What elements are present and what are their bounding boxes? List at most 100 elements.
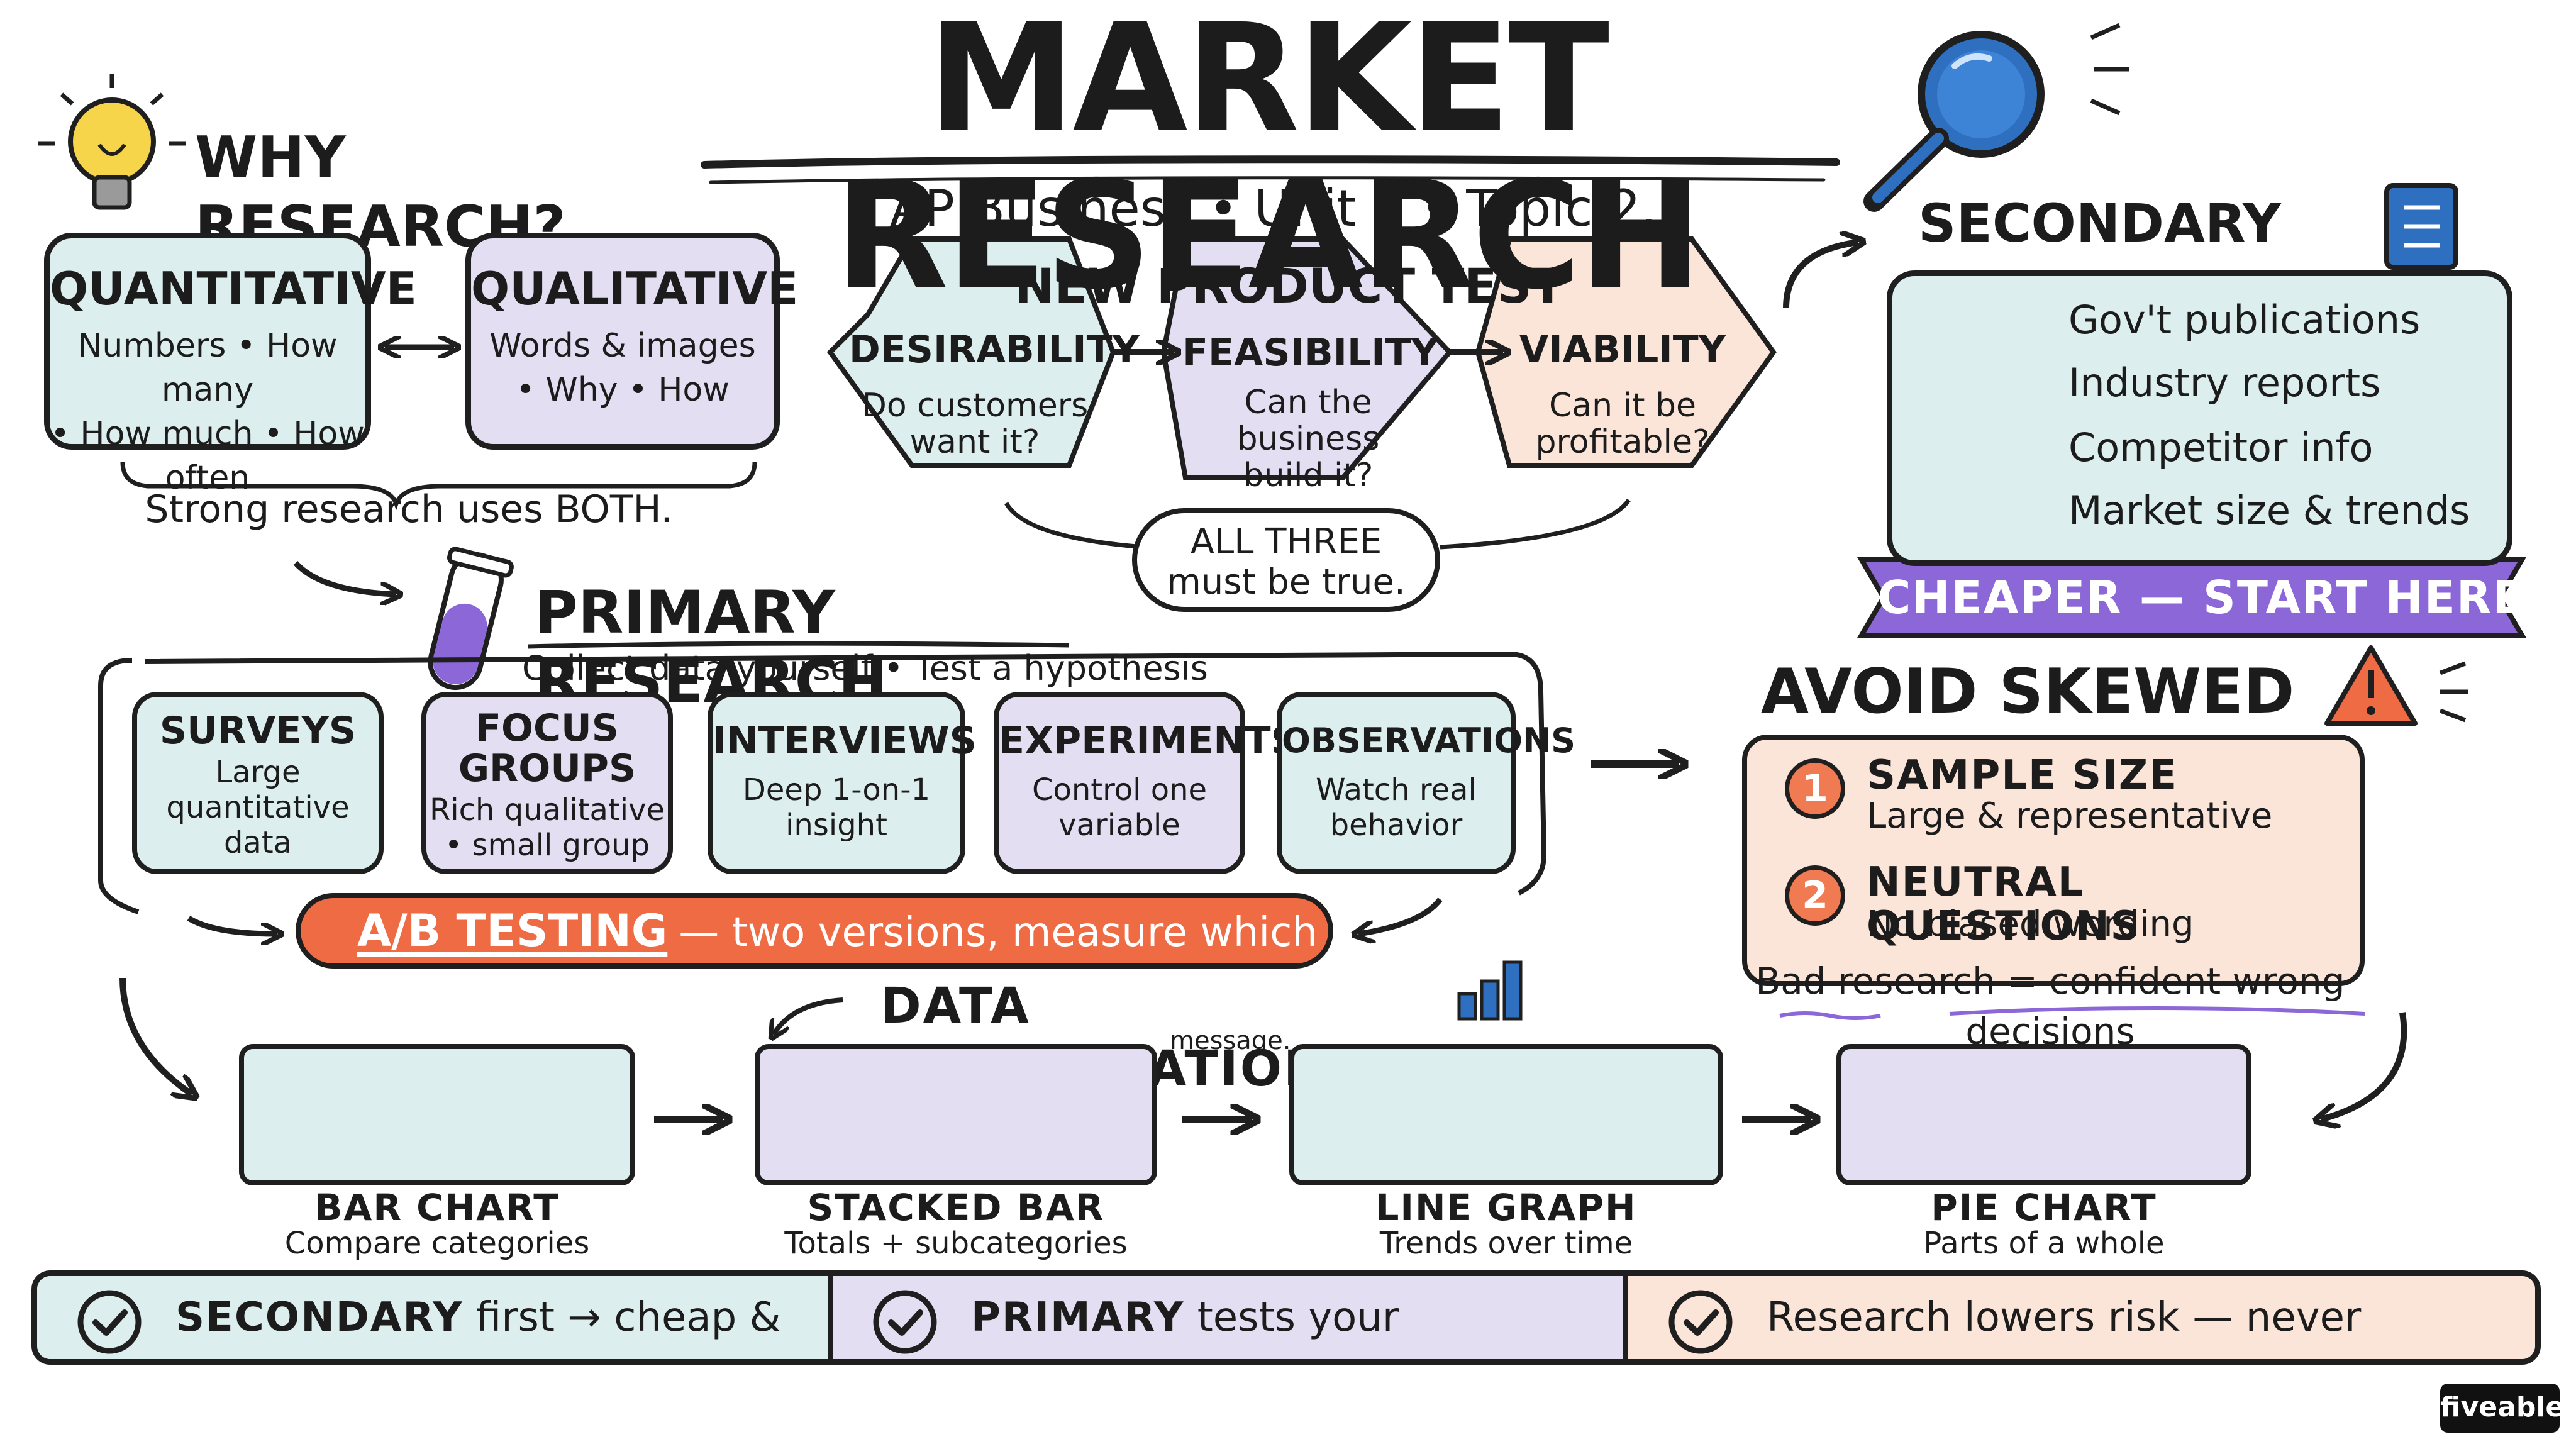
takeaway-bold: SECONDARY (175, 1294, 464, 1341)
all-three-line-2: must be true. (1167, 562, 1406, 602)
chart-title: LINE GRAPH (1375, 1186, 1637, 1229)
line-graph-frame (1289, 1044, 1723, 1185)
check-circle-icon (873, 1290, 937, 1354)
takeaway-primary: PRIMARY tests your hypothesis (833, 1276, 1628, 1359)
secondary-item-industry: Industry reports (2068, 360, 2381, 406)
primary-research-subtitle: Collect data yourself • Test a hypothesi… (522, 648, 1208, 688)
cheaper-ribbon (1857, 557, 2526, 638)
method-title: OBSERVATIONS (1282, 721, 1576, 760)
method-line-2: quantitative (166, 790, 350, 825)
takeaway-text: Research lowers risk — never removes it (1767, 1294, 2362, 1341)
number-badge: 2 (1785, 865, 1845, 926)
title-underline-2 (709, 176, 1826, 184)
method-line-1: Rich qualitative (429, 792, 665, 828)
arrow-to-secondary (1783, 242, 1858, 309)
method-line-1: Deep 1-on-1 (742, 772, 931, 808)
feasibility-line-2: business (1236, 420, 1380, 458)
method-line-2: behavior (1330, 808, 1463, 843)
pie-chart-label: PIE CHART Parts of a whole (1836, 1189, 2251, 1260)
check-circle-icon (77, 1290, 142, 1354)
line-graph-label: LINE GRAPH Trends over time (1289, 1189, 1723, 1260)
ab-testing-pill: A/B TESTING— two versions, measure which… (296, 893, 1333, 1021)
secondary-item-govt: Gov't publications (2068, 297, 2421, 343)
chart-caption: Compare categories (284, 1226, 590, 1261)
method-title: FOCUS (475, 706, 619, 750)
method-line-2: insight (786, 808, 887, 843)
quantitative-line-1: Numbers • How many (77, 327, 338, 409)
bar-chart-small-icon (1457, 960, 1523, 1021)
page-subtitle: AP Business • Unit 2 • Topic 2.3 (889, 179, 1689, 238)
quantitative-title: QUANTITATIVE (50, 262, 417, 315)
takeaway-bold: PRIMARY (971, 1294, 1185, 1341)
desirability-title: DESIRABILITY (849, 328, 1140, 372)
book-icon (2384, 183, 2458, 270)
bar-chart-frame (239, 1044, 635, 1185)
method-surveys: SURVEYS Large quantitative data (132, 692, 384, 874)
test-tube-icon (428, 547, 514, 691)
method-focus-groups: FOCUS GROUPS Rich qualitative • small gr… (421, 692, 673, 874)
quantitative-card: QUANTITATIVE Numbers • How many • How mu… (44, 233, 417, 497)
chart-title: PIE CHART (1931, 1186, 2157, 1229)
why-research-heading: WHY RESEARCH? (195, 125, 566, 260)
method-line-1: Large (215, 755, 301, 790)
neutral-questions-text: No biased wording (1867, 904, 2194, 945)
chart-title: STACKED BAR (807, 1186, 1105, 1229)
method-line-2: variable (1058, 808, 1180, 843)
brand-logo: fiveable (2440, 1384, 2564, 1433)
both-brace (120, 462, 757, 511)
all-three-line-1: ALL THREE (1190, 521, 1382, 562)
feasibility-line-3: build it? (1243, 457, 1374, 494)
secondary-research-card: Gov't publications Industry reports Comp… (1887, 270, 2512, 566)
takeaway-risk: Research lowers risk — never removes it (1628, 1276, 2535, 1359)
method-line-2: • small group (444, 828, 650, 863)
takeaway-text: tests your hypothesis (1197, 1294, 1399, 1341)
method-line-3: data (223, 825, 292, 860)
method-line-1: Control one (1031, 772, 1208, 808)
warning-icon (2324, 645, 2468, 726)
chart-caption: Trends over time (1379, 1226, 1633, 1261)
method-title: SURVEYS (159, 709, 357, 753)
message-fragment: message. (1170, 1026, 1291, 1055)
desirability-line-2: want it? (909, 423, 1040, 461)
method-interviews: INTERVIEWS Deep 1-on-1 insight (708, 692, 977, 874)
bar-chart-label: BAR CHART Compare categories (239, 1189, 635, 1260)
avoid-skewed-card: 1 SAMPLE SIZE Large & representative 2 N… (1742, 735, 2365, 986)
quantitative-line-2: • How much • How often (50, 415, 365, 497)
method-title: EXPERIMENTS (999, 719, 1298, 763)
qualitative-line-1: Words & images (489, 327, 756, 365)
stacked-bar-label: STACKED BAR Totals + subcategories (755, 1189, 1157, 1260)
ab-testing-label: A/B TESTING (357, 905, 668, 957)
title-underline (701, 155, 1840, 169)
page-title: MARKET RESEARCH (834, 0, 1702, 322)
viability-line-1: Can it be (1548, 387, 1697, 425)
takeaway-secondary: SECONDARY first → cheap & fast (37, 1276, 833, 1359)
primary-research-heading: PRIMARY RESEARCH (535, 579, 888, 716)
check-circle-icon (1668, 1290, 1733, 1354)
ab-testing-text: — two versions, measure which wins (357, 909, 1318, 1021)
qualitative-card: QUALITATIVE Words & images • Why • How (465, 233, 798, 450)
desirability-hex (826, 236, 1116, 468)
method-line-1: Watch real (1316, 772, 1477, 808)
arrow-to-primary (293, 560, 396, 594)
feasibility-title: FEASIBILITY (1182, 331, 1438, 375)
stacked-bar-frame (755, 1044, 1157, 1185)
secondary-item-market: Market size & trends (2068, 487, 2470, 533)
bottom-takeaways-bar: SECONDARY first → cheap & fast PRIMARY t… (31, 1270, 2541, 1365)
viability-title: VIABILITY (1519, 328, 1726, 372)
viability-label: VIABILITY Can it be profitable? (1509, 327, 1736, 460)
both-note: Strong research uses BOTH. (145, 487, 673, 531)
method-observations: OBSERVATIONS Watch real behavior (1277, 692, 1576, 874)
primary-frame (98, 651, 1547, 914)
feasibility-line-1: Can the (1244, 384, 1372, 421)
viability-line-2: profitable? (1535, 423, 1710, 461)
lightbulb-icon (38, 74, 186, 210)
all-three-note: ALL THREE must be true. (1132, 508, 1440, 612)
sample-size-text: Large & representative (1867, 796, 2273, 836)
neutral-questions-title: NEUTRAL QUESTIONS (1867, 859, 2141, 950)
takeaway-text: first → cheap & fast (475, 1294, 781, 1341)
chart-caption: Totals + subcategories (784, 1226, 1128, 1261)
bad-research-note: Bad research = confident wrong decisions (1755, 960, 2345, 1053)
sample-size-title: SAMPLE SIZE (1867, 752, 2179, 799)
method-experiments: EXPERIMENTS Control one variable (994, 692, 1298, 874)
desirability-label: DESIRABILITY Do customers want it? (849, 327, 1140, 461)
